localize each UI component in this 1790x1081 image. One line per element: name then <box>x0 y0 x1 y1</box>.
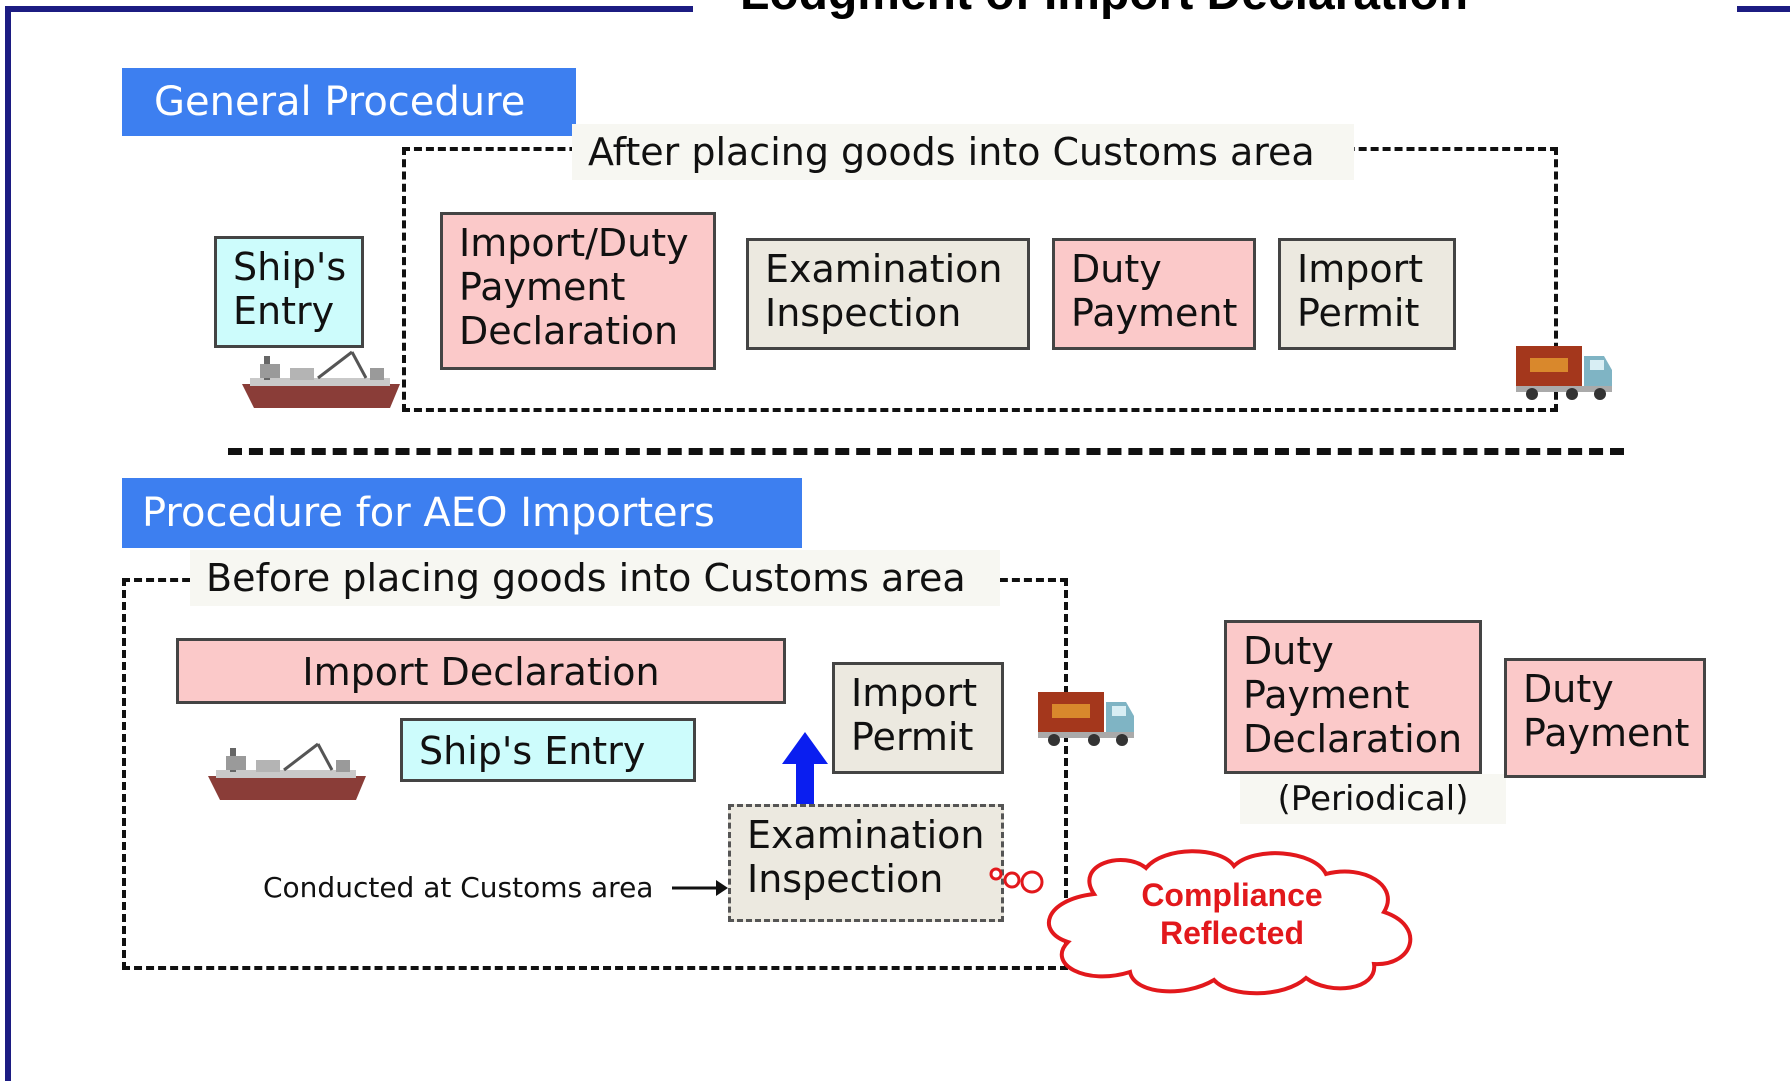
general-customs-area-caption: After placing goods into Customs area <box>572 124 1354 180</box>
section-divider <box>228 448 1624 455</box>
aeo-customs-area-caption: Before placing goods into Customs area <box>190 550 1000 606</box>
compliance-cloud-icon <box>1047 849 1413 996</box>
aeo-import-declaration-box: Import Declaration <box>176 638 786 704</box>
general-procedure-heading: General Procedure <box>122 68 576 136</box>
aeo-procedure-heading: Procedure for AEO Importers <box>122 478 802 548</box>
thought-bubbles-icon <box>989 867 1044 894</box>
right-arrow-icon <box>672 880 728 896</box>
page-title: Lodgment of Import Declaration <box>740 0 1680 24</box>
aeo-duty-payment-box: Duty Payment <box>1504 658 1706 778</box>
truck-icon <box>1516 346 1612 400</box>
general-import-duty-declaration-box: Import/Duty Payment Declaration <box>440 212 716 370</box>
conducted-at-customs-note: Conducted at Customs area <box>263 871 654 904</box>
frame-top-border-right <box>1737 6 1790 12</box>
up-arrow-icon <box>782 732 828 812</box>
frame-top-border-left <box>5 6 693 12</box>
frame-left-border <box>5 6 11 1081</box>
general-examination-inspection-box: Examination Inspection <box>746 238 1030 350</box>
ship-icon <box>242 350 400 408</box>
general-ships-entry-box: Ship's Entry <box>214 236 364 348</box>
compliance-reflected-text: Compliance Reflected <box>1141 877 1323 951</box>
truck-icon <box>1038 692 1134 746</box>
general-import-permit-box: Import Permit <box>1278 238 1456 350</box>
aeo-periodical-label: (Periodical) <box>1240 774 1506 824</box>
ship-icon <box>208 742 366 800</box>
aeo-import-permit-box: Import Permit <box>832 662 1004 774</box>
aeo-ships-entry-box: Ship's Entry <box>400 718 696 782</box>
aeo-examination-inspection-box: Examination Inspection <box>728 804 1004 922</box>
general-duty-payment-box: Duty Payment <box>1052 238 1256 350</box>
aeo-duty-payment-declaration-box: Duty Payment Declaration <box>1224 620 1482 774</box>
